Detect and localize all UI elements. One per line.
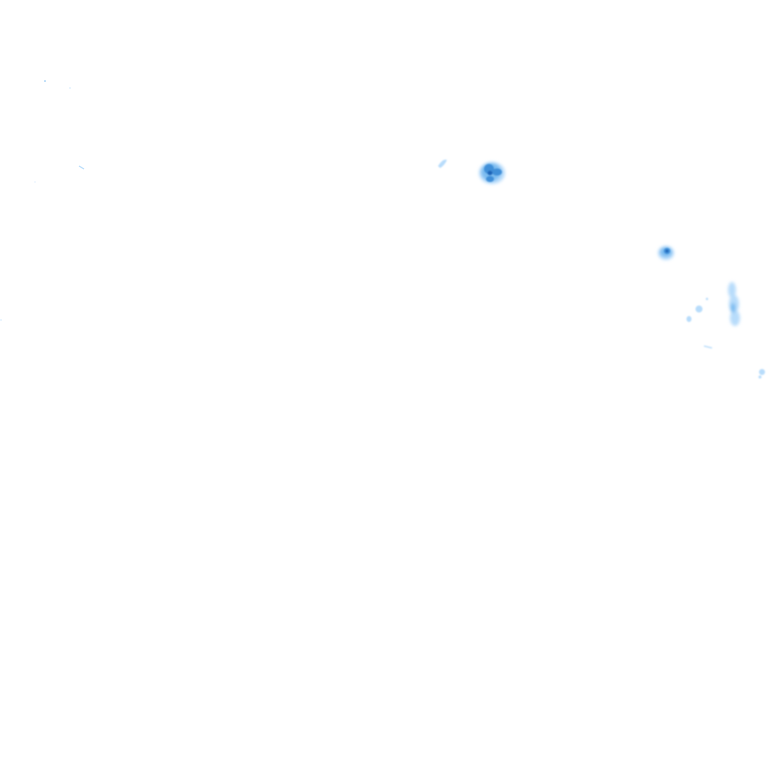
precip-cell-far-east [728, 282, 740, 326]
precip-specks-east [686, 297, 765, 379]
precip-cell-far-left [0, 80, 85, 321]
precip-cell-small-north [438, 159, 447, 168]
precip-cell-main [479, 162, 505, 184]
precip-cell-east [658, 246, 674, 260]
